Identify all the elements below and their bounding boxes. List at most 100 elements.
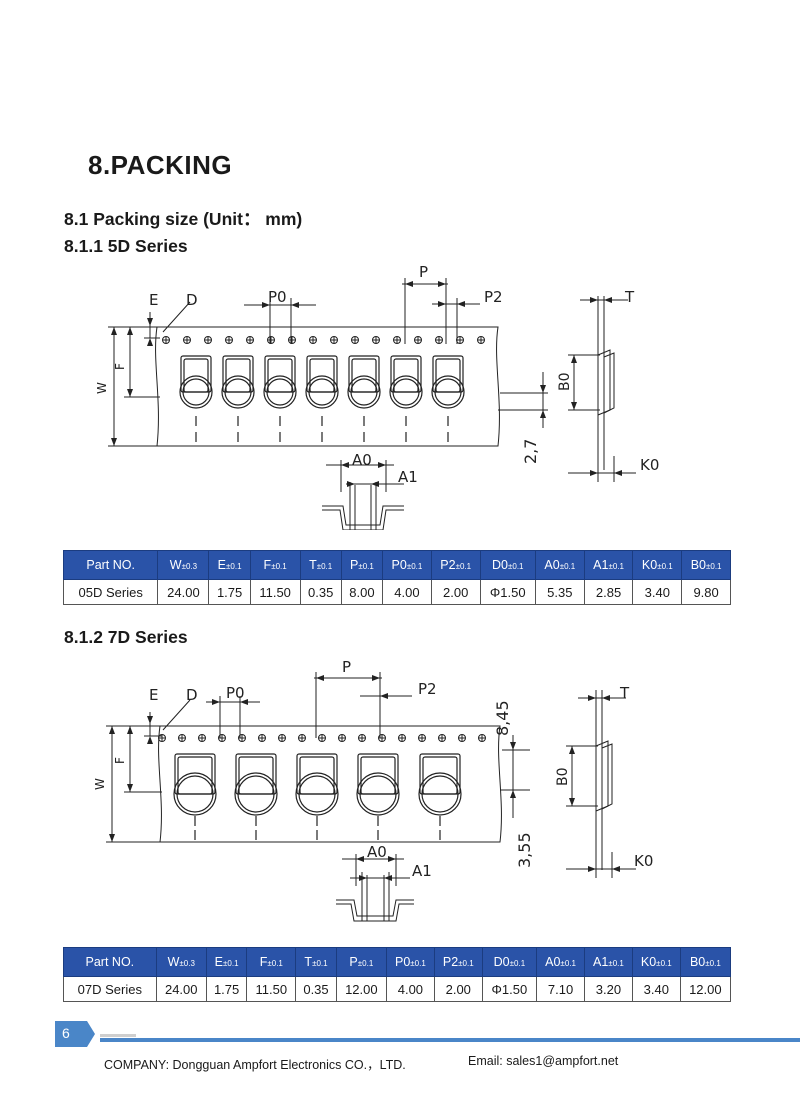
- contact-email: Email: sales1@ampfort.net: [468, 1054, 619, 1068]
- series-5d-title: 8.1.1 5D Series: [64, 236, 188, 256]
- label-b0: B0: [555, 767, 571, 786]
- page-number: 6: [62, 1025, 70, 1041]
- table-cell: 12.00: [679, 976, 732, 1002]
- tape-pocket: [431, 355, 465, 442]
- tape-pocket: [356, 753, 400, 840]
- sprocket-hole: [183, 336, 191, 344]
- table-header-cell: K0±0.1: [631, 947, 681, 977]
- table-header-cell: B0±0.1: [681, 550, 731, 580]
- table-cell: 24.00: [155, 976, 207, 1002]
- tape-pocket: [234, 753, 278, 840]
- table-cell: 2.00: [430, 579, 481, 605]
- sprocket-hole: [162, 336, 170, 344]
- label-a1: A1: [398, 468, 418, 486]
- table-cell: 4.00: [382, 579, 432, 605]
- table-cell: 2.85: [583, 579, 634, 605]
- table-header-cell: P2±0.1: [433, 947, 483, 977]
- table-cell: Φ1.50: [479, 579, 536, 605]
- label-a0: A0: [352, 451, 372, 469]
- table-cell: 7.10: [536, 976, 585, 1002]
- page-number-tab: [55, 1021, 95, 1047]
- label-dim-8-45: 8,45: [493, 700, 512, 736]
- table-header-cell: Part NO.: [63, 947, 157, 977]
- table-header-cell: F±0.1: [249, 550, 301, 580]
- tape-pocket: [263, 355, 297, 442]
- table-cell: 07D Series: [63, 976, 157, 1002]
- table-cell: 3.20: [583, 976, 633, 1002]
- label-f: F: [113, 363, 127, 370]
- table-cell: 11.50: [246, 976, 297, 1002]
- table-header-cell: T±0.1: [299, 550, 342, 580]
- sprocket-hole: [456, 336, 464, 344]
- label-a1: A1: [412, 862, 432, 880]
- footer-divider-accent: [100, 1034, 136, 1037]
- label-a0: A0: [367, 843, 387, 861]
- table-header-cell: A0±0.1: [536, 947, 585, 977]
- table-header-cell: D0±0.1: [479, 550, 536, 580]
- table-cell: 1.75: [208, 579, 251, 605]
- company-name: COMPANY: Dongguan Ampfort Electronics CO…: [104, 1058, 406, 1072]
- sprocket-hole: [398, 734, 406, 742]
- table-cell: 3.40: [632, 579, 683, 605]
- sprocket-hole: [298, 734, 306, 742]
- table-cell: 3.40: [631, 976, 681, 1002]
- table-header-cell: D0±0.1: [481, 947, 538, 977]
- sprocket-hole: [338, 734, 346, 742]
- tape-pocket: [347, 355, 381, 442]
- table-header-cell: B0±0.1: [679, 947, 732, 977]
- sprocket-hole: [278, 734, 286, 742]
- label-p2: P2: [484, 288, 503, 306]
- tape-pocket: [179, 355, 213, 442]
- label-p0: P0: [226, 684, 245, 702]
- sprocket-hole: [358, 734, 366, 742]
- label-d: D: [186, 291, 198, 309]
- label-k0: K0: [634, 852, 653, 870]
- table-cell: 0.35: [299, 579, 342, 605]
- sprocket-hole: [225, 336, 233, 344]
- series-7d-title: 8.1.2 7D Series: [64, 627, 188, 647]
- tape-drawing-7d: E D P0 P P2 W F 8,45 3,55 T B0 K0: [93, 658, 653, 922]
- table-header-cell: W±0.3: [155, 947, 207, 977]
- table-cell: 12.00: [335, 976, 387, 1002]
- label-dim-3-55: 3,55: [515, 832, 534, 868]
- table-header-cell: P2±0.1: [430, 550, 481, 580]
- label-w: W: [93, 778, 107, 790]
- sprocket-hole: [330, 336, 338, 344]
- sprocket-hole: [258, 734, 266, 742]
- table-header-cell: P±0.1: [335, 947, 387, 977]
- table-header-cell: Part NO.: [62, 550, 159, 580]
- sprocket-hole: [414, 336, 422, 344]
- sprocket-hole: [378, 734, 386, 742]
- table-cell: Φ1.50: [481, 976, 538, 1002]
- sprocket-hole: [318, 734, 326, 742]
- table-header-cell: K0±0.1: [632, 550, 683, 580]
- table-cell: 0.35: [295, 976, 337, 1002]
- tape-pocket: [418, 753, 462, 840]
- label-p: P: [419, 263, 428, 281]
- sprocket-hole: [438, 734, 446, 742]
- sprocket-hole: [393, 336, 401, 344]
- table-header-cell: E±0.1: [208, 550, 251, 580]
- sprocket-hole: [267, 336, 275, 344]
- tape-pocket: [221, 355, 255, 442]
- sprocket-hole: [351, 336, 359, 344]
- tape-drawing-5d: E D P0 P P2 W F 2,7 T B0 K0: [95, 263, 659, 530]
- tape-pocket: [295, 753, 339, 840]
- table-header-cell: A0±0.1: [534, 550, 585, 580]
- footer-divider: [100, 1038, 800, 1042]
- sprocket-hole: [204, 336, 212, 344]
- table-header-cell: F±0.1: [246, 947, 297, 977]
- table-header-cell: A1±0.1: [583, 550, 634, 580]
- table-header-cell: W±0.3: [157, 550, 210, 580]
- label-f: F: [113, 757, 127, 764]
- label-e: E: [149, 291, 158, 309]
- sprocket-hole: [418, 734, 426, 742]
- label-dim-2-7: 2,7: [521, 439, 540, 464]
- sprocket-hole: [372, 336, 380, 344]
- sprocket-hole: [218, 734, 226, 742]
- label-p: P: [342, 658, 351, 676]
- label-p0: P0: [268, 288, 287, 306]
